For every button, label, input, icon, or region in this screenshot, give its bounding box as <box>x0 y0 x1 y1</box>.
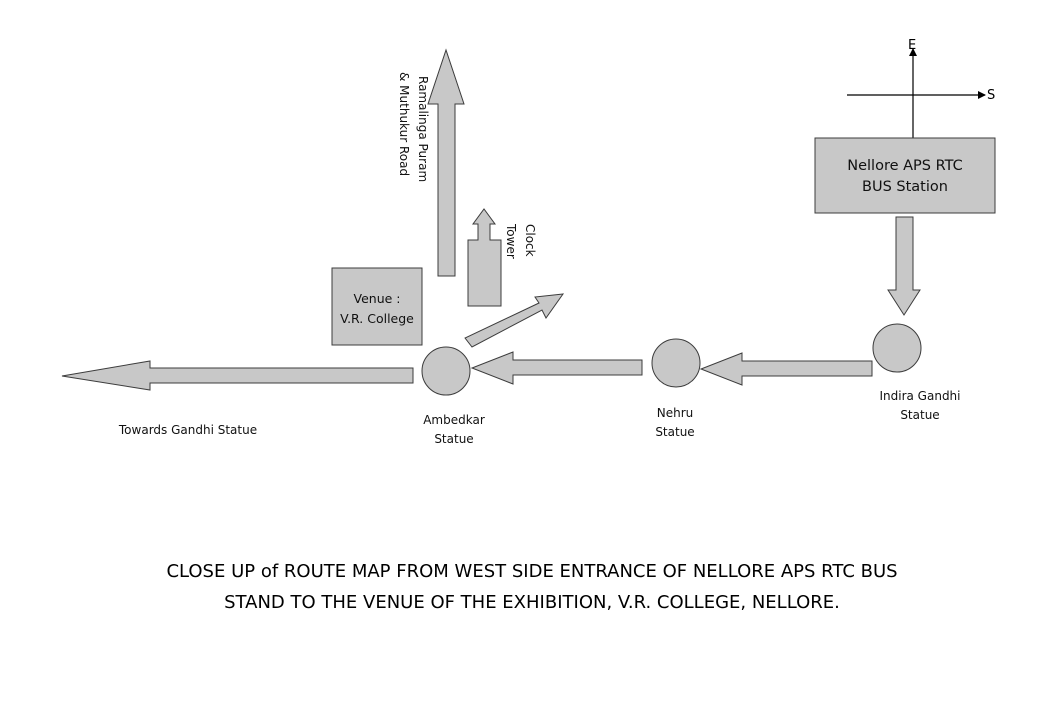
ramalinga-puram-road-label-line1: Ramalinga Puram <box>416 76 430 182</box>
nehru-statue-label-line1: Nehru <box>657 406 694 420</box>
ramalinga-puram-road-label-line2: & Muthukur Road <box>397 72 411 176</box>
compass-south-label: S <box>987 88 995 103</box>
arrow-indira-to-nehru <box>699 352 873 386</box>
nehru-statue-label-line2: Statue <box>655 425 694 439</box>
indira-gandhi-statue-label-line2: Statue <box>900 408 939 422</box>
ambedkar-statue-marker <box>421 346 471 396</box>
indira-gandhi-statue-label-line1: Indira Gandhi <box>879 389 960 403</box>
venue-label-line2: V.R. College <box>340 311 414 326</box>
venue-box <box>331 267 423 346</box>
bus-station-box <box>814 137 996 214</box>
arrow-nehru-to-ambedkar <box>470 351 643 385</box>
compass: E S <box>847 38 995 138</box>
route-map-caption: CLOSE UP of ROUTE MAP FROM WEST SIDE ENT… <box>0 556 1040 618</box>
ambedkar-statue-label-line2: Statue <box>434 432 473 446</box>
caption-line2: STAND TO THE VENUE OF THE EXHIBITION, V.… <box>224 592 840 613</box>
bus-station: Nellore APS RTC BUS Station <box>814 137 996 214</box>
arrow-down-from-bus-station <box>887 216 921 316</box>
compass-east-label: E <box>908 38 916 53</box>
bus-station-label-line2: BUS Station <box>862 179 948 195</box>
arrow-ramalinga-puram-road <box>427 48 465 277</box>
arrow-towards-gandhi-statue <box>61 360 414 391</box>
nehru-statue-marker <box>651 338 701 388</box>
caption-line1: CLOSE UP of ROUTE MAP FROM WEST SIDE ENT… <box>166 561 898 582</box>
bus-station-label-line1: Nellore APS RTC <box>847 158 963 174</box>
indira-gandhi-statue-marker <box>872 323 922 373</box>
route-map: E S Nellore APS RTC BUS Station Indira G… <box>61 38 996 446</box>
arrow-ambedkar-to-clock-tower <box>464 293 565 348</box>
clock-tower-marker <box>467 208 502 307</box>
ambedkar-statue-label-line1: Ambedkar <box>423 413 485 427</box>
venue: Venue : V.R. College <box>331 267 423 346</box>
venue-label-line1: Venue : <box>354 291 401 306</box>
clock-tower-label-line2: Tower <box>504 223 518 259</box>
clock-tower-label-line1: Clock <box>523 224 537 257</box>
towards-gandhi-statue-label: Towards Gandhi Statue <box>118 423 257 437</box>
